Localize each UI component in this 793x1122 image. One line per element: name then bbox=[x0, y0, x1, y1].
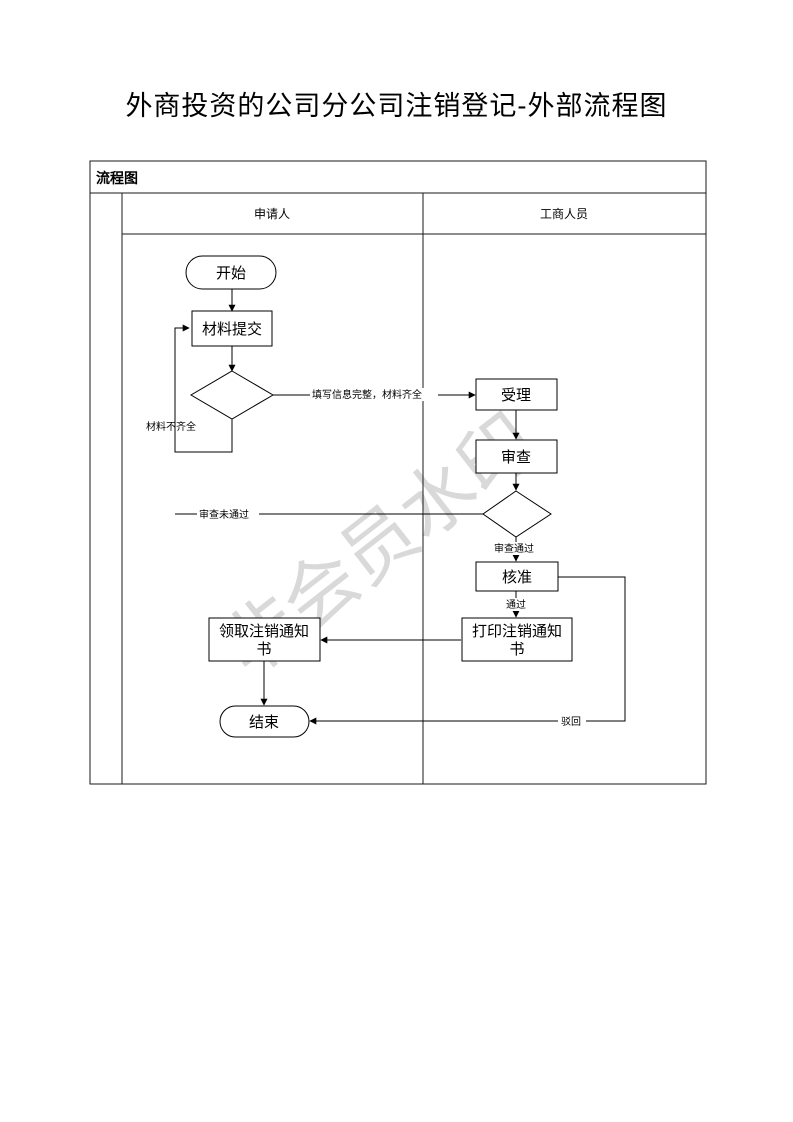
node-accept: 受理 bbox=[475, 378, 558, 411]
node-accept-label: 受理 bbox=[501, 386, 531, 404]
node-collect-notice-line1: 领取注销通知 bbox=[219, 622, 309, 640]
section-label: 流程图 bbox=[96, 170, 138, 187]
node-approve: 核准 bbox=[475, 561, 559, 592]
edge-label-approved: 通过 bbox=[506, 598, 526, 611]
node-start-label: 开始 bbox=[216, 264, 246, 282]
node-submit: 材料提交 bbox=[191, 310, 273, 347]
edge-incomplete-loop bbox=[174, 324, 233, 453]
edge-label-rejected: 驳回 bbox=[561, 716, 581, 728]
node-print-notice-line2: 书 bbox=[509, 640, 524, 658]
decision-materials bbox=[190, 370, 274, 420]
node-review: 审查 bbox=[475, 439, 558, 474]
edge-label-incomplete: 材料不齐全 bbox=[146, 420, 196, 433]
node-print-notice: 打印注销通知 书 bbox=[461, 617, 573, 662]
node-collect-notice-line2: 书 bbox=[256, 640, 271, 658]
decision-review bbox=[482, 490, 552, 538]
lane-header-staff: 工商人员 bbox=[540, 206, 588, 221]
edge-label-review-passed: 审查通过 bbox=[494, 542, 534, 555]
node-submit-label: 材料提交 bbox=[202, 320, 262, 338]
page-title: 外商投资的公司分公司注销登记-外部流程图 bbox=[125, 91, 668, 122]
node-review-label: 审查 bbox=[501, 448, 531, 466]
node-end: 结束 bbox=[219, 705, 310, 738]
swimlane-frame bbox=[89, 160, 707, 785]
edge-label-complete: 填写信息完整，材料齐全 bbox=[312, 388, 422, 401]
lane-header-applicant: 申请人 bbox=[254, 207, 290, 221]
node-approve-label: 核准 bbox=[502, 568, 532, 586]
node-start: 开始 bbox=[185, 255, 277, 290]
edge-rejected bbox=[309, 576, 626, 725]
node-print-notice-line1: 打印注销通知 bbox=[472, 622, 562, 640]
edge-labels: 填写信息完整，材料齐全 材料不齐全 审查未通过 审查通过 通过 驳回 bbox=[146, 388, 586, 728]
node-collect-notice: 领取注销通知 书 bbox=[208, 617, 321, 662]
edge-label-review-failed: 审查未通过 bbox=[199, 508, 249, 521]
node-end-label: 结束 bbox=[249, 713, 279, 731]
